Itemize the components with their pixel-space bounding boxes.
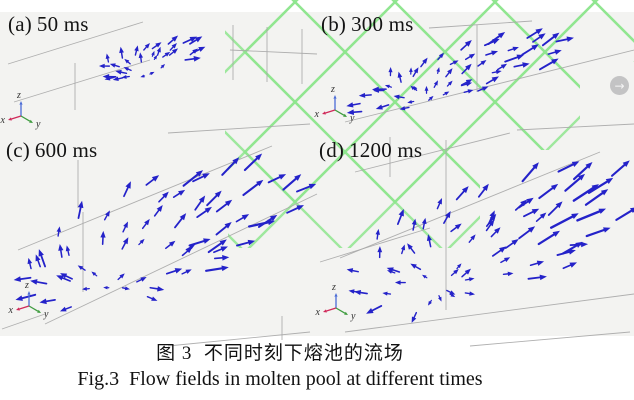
- flow-field: [346, 28, 574, 115]
- panel-b-label: (b)300 ms: [321, 14, 414, 35]
- panel-c-time: 600 ms: [34, 138, 98, 162]
- panel-d: z x y: [315, 132, 634, 347]
- panel-a: z x y: [0, 21, 318, 134]
- panel-c-tag: (c): [6, 138, 30, 162]
- panel-a-tag: (a): [8, 12, 32, 36]
- figure-caption-en: Fig.3 Flow fields in molten pool at diff…: [77, 368, 483, 390]
- figure-caption-zh: 图 3 不同时刻下熔池的流场: [156, 343, 404, 364]
- svg-text:y: y: [43, 309, 49, 320]
- panel-c-label: (c)600 ms: [6, 140, 97, 161]
- flow-field: [98, 35, 206, 81]
- axis-triad: z x y: [8, 280, 49, 320]
- panel-b: z x y: [314, 20, 634, 131]
- svg-text:x: x: [314, 109, 320, 120]
- wireframe-lines: [7, 21, 318, 134]
- svg-text:y: y: [350, 311, 356, 322]
- svg-text:x: x: [8, 305, 14, 316]
- svg-text:x: x: [0, 115, 6, 126]
- panel-b-time: 300 ms: [351, 12, 414, 36]
- panel-d-label: (d)1200 ms: [319, 140, 422, 161]
- panel-d-tag: (d): [319, 138, 345, 162]
- svg-text:z: z: [330, 84, 335, 95]
- panel-c: z x y: [1, 145, 318, 347]
- flow-field: [346, 160, 634, 323]
- flow-field: [13, 153, 317, 312]
- svg-text:x: x: [315, 307, 321, 318]
- wireframe-lines: [1, 145, 318, 347]
- svg-text:z: z: [16, 90, 21, 101]
- svg-text:y: y: [35, 119, 41, 130]
- axis-triad: z x y: [314, 84, 355, 124]
- panel-d-time: 1200 ms: [349, 138, 423, 162]
- wireframe-lines: [319, 132, 634, 347]
- axis-triad: z x y: [315, 282, 356, 322]
- panel-a-label: (a)50 ms: [8, 14, 89, 35]
- next-button[interactable]: →: [610, 76, 629, 95]
- svg-text:z: z: [24, 280, 29, 291]
- wireframe-lines: [344, 20, 634, 131]
- svg-text:y: y: [349, 113, 355, 124]
- figure-background: [0, 12, 634, 336]
- panel-b-tag: (b): [321, 12, 347, 36]
- right-arrow-icon: →: [614, 78, 625, 93]
- svg-text:z: z: [331, 282, 336, 293]
- axis-triad: z x y: [0, 90, 41, 130]
- panel-a-time: 50 ms: [36, 12, 89, 36]
- figure-caption: 图 3 不同时刻下熔池的流场 Fig.3 Flow fields in molt…: [0, 341, 560, 392]
